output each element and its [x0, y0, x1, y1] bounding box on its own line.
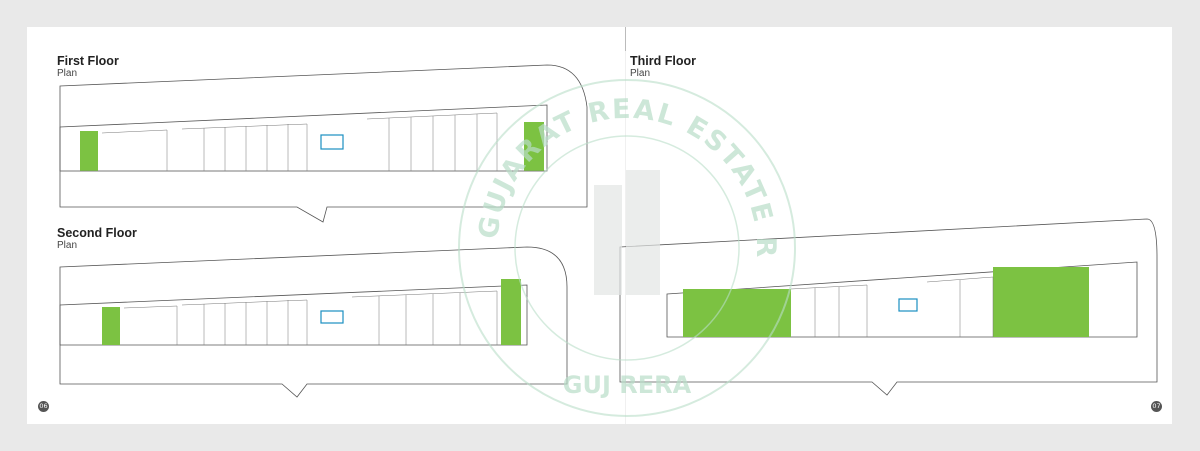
rera-watermark: GUJARAT REAL ESTATE REGULATORY AUTHORITY…	[454, 75, 796, 417]
page-number-right: 07	[1151, 401, 1162, 412]
second-floor-title: Second Floor	[57, 226, 137, 240]
second-lift	[320, 310, 344, 324]
brochure-spread: First Floor Plan Second Floor Plan Third…	[27, 27, 1172, 424]
watermark-bottom-text: GUJ RERA	[563, 371, 692, 399]
second-floor-plan	[59, 246, 568, 398]
second-open-terrace-left	[102, 307, 120, 345]
third-lift	[898, 298, 918, 312]
first-lift	[320, 134, 344, 150]
third-open-terrace-left	[683, 289, 791, 337]
fold-mark	[625, 27, 626, 51]
third-floor-subtitle: Plan	[630, 68, 651, 79]
second-open-terrace-right	[501, 279, 521, 345]
page-divider	[625, 27, 626, 424]
first-open-terrace-right	[524, 122, 544, 171]
third-floor-title: Third Floor	[630, 54, 696, 68]
first-floor-subtitle: Plan	[57, 68, 78, 79]
first-floor-plan	[59, 64, 588, 223]
second-floor-heading: Second Floor Plan	[57, 226, 137, 252]
page-number-left: 06	[38, 401, 49, 412]
first-floor-title: First Floor	[57, 54, 119, 68]
second-floor-subtitle: Plan	[57, 240, 78, 251]
third-floor-plan	[619, 218, 1158, 396]
first-floor-heading: First Floor Plan	[57, 54, 119, 80]
third-floor-heading: Third Floor Plan	[630, 54, 696, 80]
third-open-terrace-right	[993, 267, 1089, 337]
first-open-terrace-left	[80, 131, 98, 171]
